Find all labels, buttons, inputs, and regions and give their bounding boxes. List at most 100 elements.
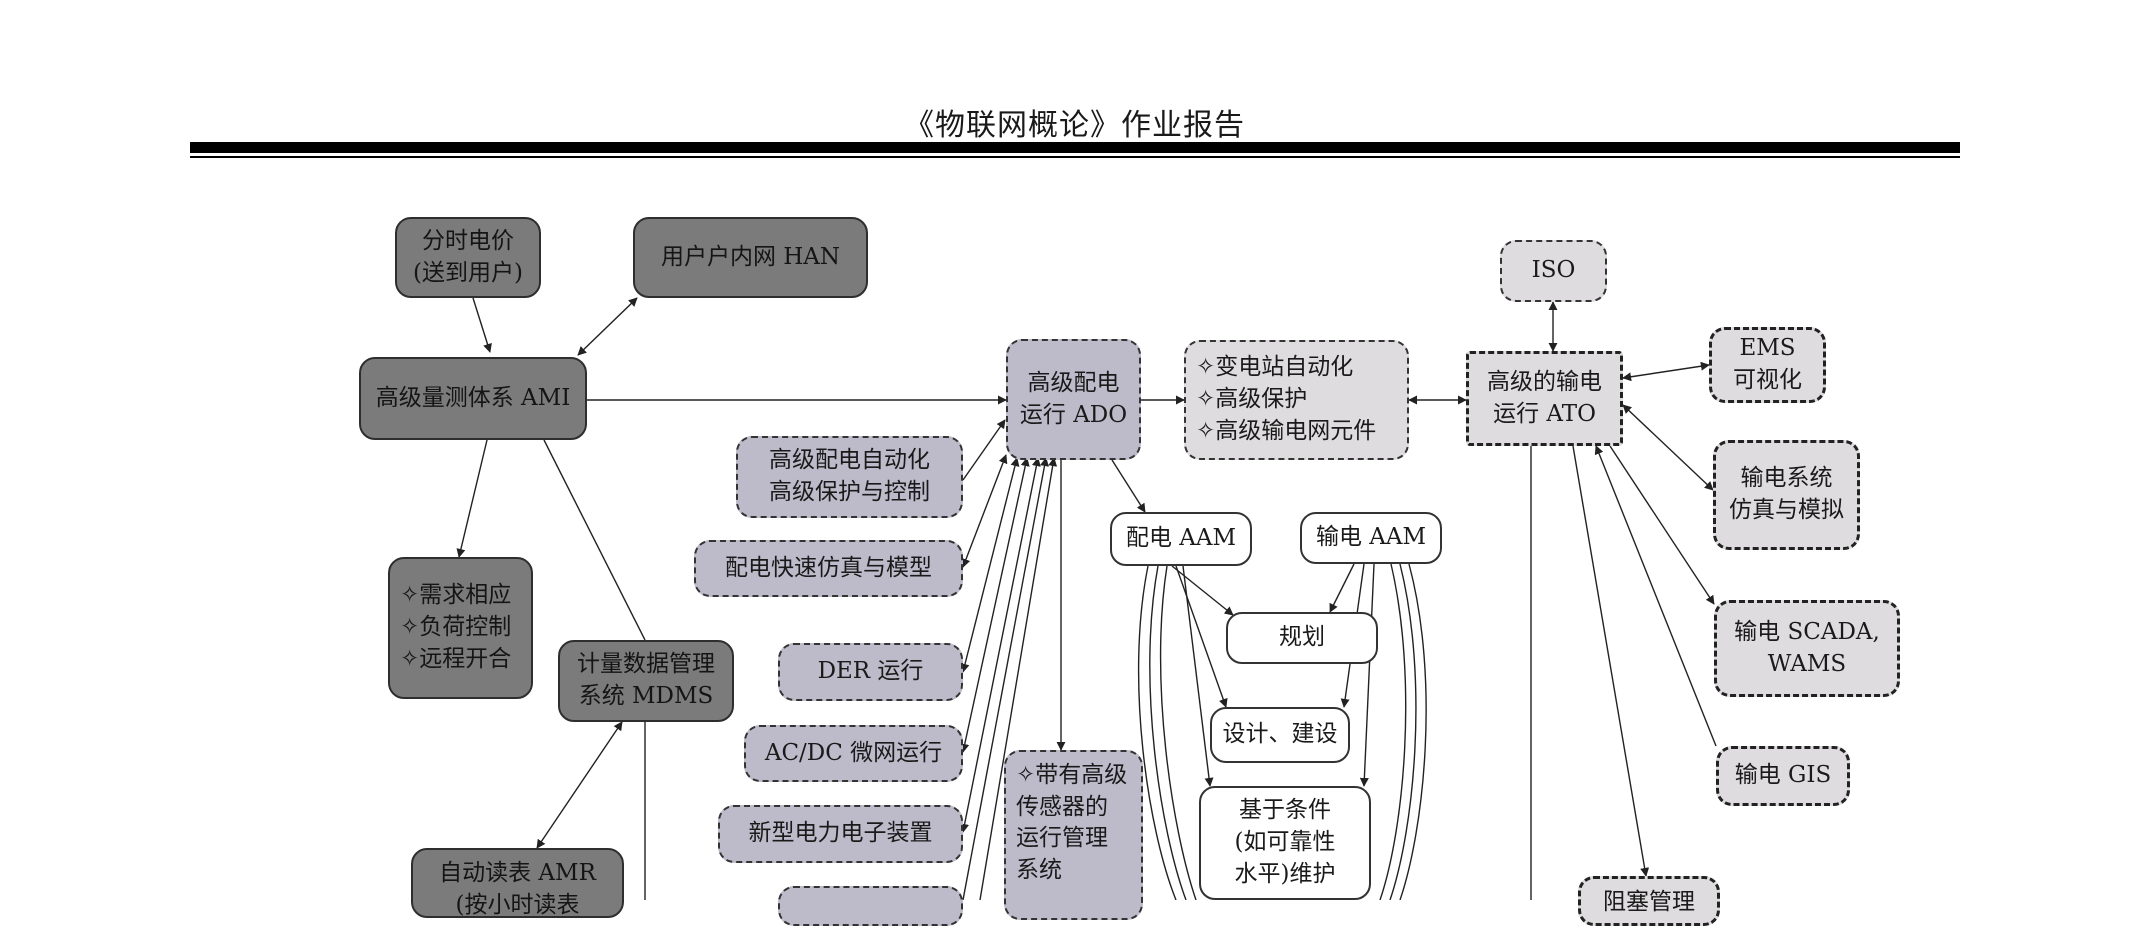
node-substation: ✧变电站自动化 ✧高级保护 ✧高级输电网元件 [1184,340,1409,460]
node-label-line: AC/DC 微网运行 [764,739,943,766]
line-ami-mdms [543,439,646,641]
header-rule-thick [190,142,1960,153]
curve-taam-a [1379,563,1407,900]
node-label-line: 配电 AAM [1125,525,1237,552]
node-label-line: 配电快速仿真与模型 [725,554,932,581]
node-label-line: ✧高级保护 [1196,386,1308,413]
node-trans-sim: 输电系统仿真与模拟 [1713,440,1860,550]
node-design-build: 设计、建设 [1210,707,1350,763]
node-label-line: 仿真与模拟 [1729,497,1844,523]
node-label-line: 运行 ATO [1493,400,1596,427]
arrow-ami-demand [456,439,488,558]
curve-taam-c [1399,563,1427,900]
node-label-line: ✧远程开合 [400,645,512,672]
node-label-line: 输电 GIS [1734,762,1832,789]
arrow-ato-congestion [1572,445,1650,877]
node-label-line: (送到用户) [413,259,523,286]
arrow-mdms-amr [536,721,623,849]
arrow-ato-ems [1622,361,1710,382]
arrow-da-ado [962,419,1006,481]
node-advanced-da: 高级配电自动化高级保护与控制 [736,436,963,518]
node-trans-scada: 输电 SCADA, WAMS [1714,600,1900,697]
node-cbm: 基于条件 (如可靠性水平)维护 [1199,786,1371,900]
node-demand-response: ✧需求相应 ✧负荷控制 ✧远程开合 [388,557,533,699]
arrow-tou-ami [472,297,492,353]
node-iso: ISO [1500,240,1607,302]
node-ato: 高级的输电运行 ATO [1466,351,1623,446]
page-title: 《物联网概论》作业报告 [904,108,1245,143]
node-amr: 自动读表 AMR (按小时读表 [411,848,624,918]
node-label-line: 系统 [1016,857,1062,884]
node-label-line: 传感器的 [1016,793,1108,820]
node-label-line: 高级配电自动化 [769,447,930,474]
node-mdms: 计量数据管理系统 MDMS [558,640,734,722]
node-ami: 高级量测体系 AMI [359,357,587,440]
arrow-taam-planning [1329,563,1355,613]
node-planning: 规划 [1226,612,1378,664]
node-label-line: DER 运行 [817,658,924,685]
node-label-line: (按小时读表 [455,891,580,918]
node-der: DER 运行 [778,643,963,701]
arrow-daam-planning [1171,565,1234,616]
node-congestion: 阻塞管理 [1578,876,1720,926]
curve-daam-c [1159,565,1197,900]
arrow-acdc-ado [960,457,1030,753]
node-ems: EMS 可视化 [1709,327,1826,403]
diagram-connectors [456,297,1717,900]
node-label-line: (如可靠性 [1234,829,1336,856]
node-label-line: 自动读表 AMR [439,860,596,886]
node-label-line: ✧需求相应 [400,582,512,609]
node-label-line: 可视化 [1733,367,1802,393]
line-ato-tgis [1594,445,1717,747]
node-label-line: 水平)维护 [1234,860,1336,887]
curve-daam-a [1137,565,1177,900]
arrow-daam-design [1175,565,1228,708]
line-ado-lower1 [962,457,1049,900]
node-label-line: 输电 AAM [1315,524,1427,551]
node-label-line: 高级量测体系 AMI [375,384,571,411]
node-label-line: 系统 MDMS [578,683,714,709]
arrow-ato-tscada [1609,445,1715,605]
arrow-pe-ado [960,457,1041,833]
node-ado: 高级配电运行 ADO [1006,339,1141,460]
node-label-line: 基于条件 [1238,797,1331,824]
node-label-line: 新型电力电子装置 [748,820,933,847]
arrow-der-ado [960,457,1020,673]
node-acdc-microgrid: AC/DC 微网运行 [744,725,963,782]
arrow-daam-cbm [1182,565,1214,787]
curve-taam-b [1389,563,1417,900]
line-ado-lower2 [979,457,1058,900]
node-label-line: 高级配电 [1027,369,1120,396]
node-trans-aam: 输电 AAM [1300,512,1442,564]
node-label-line: ISO [1531,257,1576,284]
node-label-line: WAMS [1767,650,1847,677]
node-label-line: EMS [1739,335,1796,362]
node-label-line: 分时电价 [421,227,514,254]
node-sensor-ops: ✧带有高级传感器的运行管理系统 [1004,750,1143,920]
node-label-line: 高级的输电 [1487,368,1602,395]
node-label-line: ✧带有高级 [1016,762,1128,788]
node-label-line: 阻塞管理 [1603,889,1695,915]
node-label-line: 计量数据管理 [577,651,715,678]
node-label-line: 运行 ADO [1019,401,1128,428]
node-label-line: 运行管理 [1016,825,1108,852]
node-dist-aam: 配电 AAM [1110,512,1252,566]
node-trans-gis: 输电 GIS [1716,746,1850,806]
node-han: 用户户内网 HAN [633,217,868,298]
node-label-line: 用户户内网 HAN [660,243,841,270]
node-label-line: ✧变电站自动化 [1196,354,1354,381]
node-partial [778,886,963,926]
node-label-line: 规划 [1279,624,1325,651]
arrow-ato-tsim [1622,404,1714,491]
node-label-line: 设计、建设 [1222,721,1338,748]
arrow-ado-dist-aam [1111,459,1146,513]
node-dist-sim: 配电快速仿真与模型 [694,540,963,597]
header-rule-thin [190,156,1960,158]
node-label-line: 输电 SCADA, [1734,618,1880,645]
node-label-line: ✧负荷控制 [400,614,512,641]
arrow-ami-han [577,297,638,356]
arrow-taam-cbm [1359,563,1375,787]
node-power-electronics: 新型电力电子装置 [718,805,963,863]
node-label-line: ✧高级输电网元件 [1196,417,1377,444]
node-label-line: 高级保护与控制 [769,479,930,505]
